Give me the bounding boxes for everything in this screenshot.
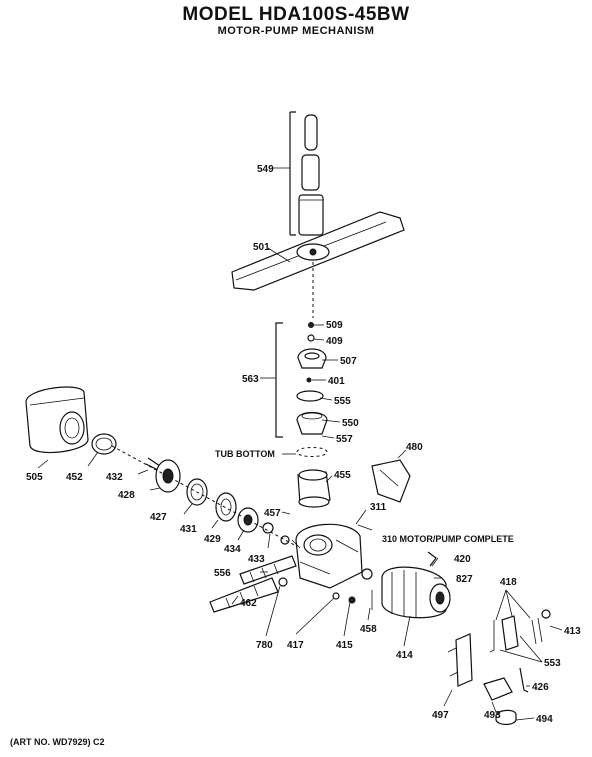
part-label-501: 501 bbox=[253, 242, 270, 253]
part-label-497: 497 bbox=[432, 710, 449, 721]
part-label-455: 455 bbox=[334, 470, 351, 481]
part-label-827: 827 bbox=[456, 574, 473, 585]
part-label-509: 509 bbox=[326, 320, 343, 331]
part-label-462: 462 bbox=[240, 598, 257, 609]
part-label-493: 493 bbox=[484, 710, 501, 721]
part-label-415: 415 bbox=[336, 640, 353, 651]
part-label-428: 428 bbox=[118, 490, 135, 501]
art-number: (ART NO. WD7929) C2 bbox=[10, 737, 105, 747]
part-label-507: 507 bbox=[340, 356, 357, 367]
part-label-494: 494 bbox=[536, 714, 553, 725]
small-fasteners bbox=[333, 590, 372, 610]
motor bbox=[362, 552, 450, 618]
part-label-457: 457 bbox=[264, 508, 281, 519]
part-label-401: 401 bbox=[328, 376, 345, 387]
hose-clamp bbox=[92, 434, 116, 454]
pump-seal-stack bbox=[112, 446, 300, 548]
part-label-434: 434 bbox=[224, 544, 241, 555]
part-label-550: 550 bbox=[342, 418, 359, 429]
part-label-429: 429 bbox=[204, 534, 221, 545]
part-label-452: 452 bbox=[66, 472, 83, 483]
part-label-426: 426 bbox=[532, 682, 549, 693]
part-label-311: 311 bbox=[370, 502, 387, 513]
part-label-553: 553 bbox=[544, 658, 561, 669]
filter-housing bbox=[26, 387, 88, 453]
spray-tube-assembly bbox=[290, 112, 323, 235]
mounting-bracket-parts bbox=[448, 610, 550, 725]
pump-housing bbox=[298, 460, 410, 507]
motor-pump-body bbox=[296, 524, 372, 588]
part-label-780: 780 bbox=[256, 640, 273, 651]
part-label-417: 417 bbox=[287, 640, 304, 651]
part-label-556: 556 bbox=[214, 568, 231, 579]
motor-pump-complete-callout: 310 MOTOR/PUMP COMPLETE bbox=[382, 534, 514, 544]
part-label-431: 431 bbox=[180, 524, 197, 535]
part-label-413: 413 bbox=[564, 626, 581, 637]
part-label-505: 505 bbox=[26, 472, 43, 483]
part-label-549: 549 bbox=[257, 164, 274, 175]
part-label-427: 427 bbox=[150, 512, 167, 523]
tub-bottom-callout: TUB BOTTOM bbox=[215, 449, 275, 459]
part-label-480: 480 bbox=[406, 442, 423, 453]
part-label-458: 458 bbox=[360, 624, 377, 635]
part-label-432: 432 bbox=[106, 472, 123, 483]
part-label-557: 557 bbox=[336, 434, 353, 445]
part-label-418: 418 bbox=[500, 577, 517, 588]
part-label-555: 555 bbox=[334, 396, 351, 407]
center-hub-stack bbox=[260, 323, 327, 457]
part-label-414: 414 bbox=[396, 650, 413, 661]
part-label-563: 563 bbox=[242, 374, 259, 385]
part-label-409: 409 bbox=[326, 336, 343, 347]
part-label-420: 420 bbox=[454, 554, 471, 565]
part-label-433: 433 bbox=[248, 554, 265, 565]
